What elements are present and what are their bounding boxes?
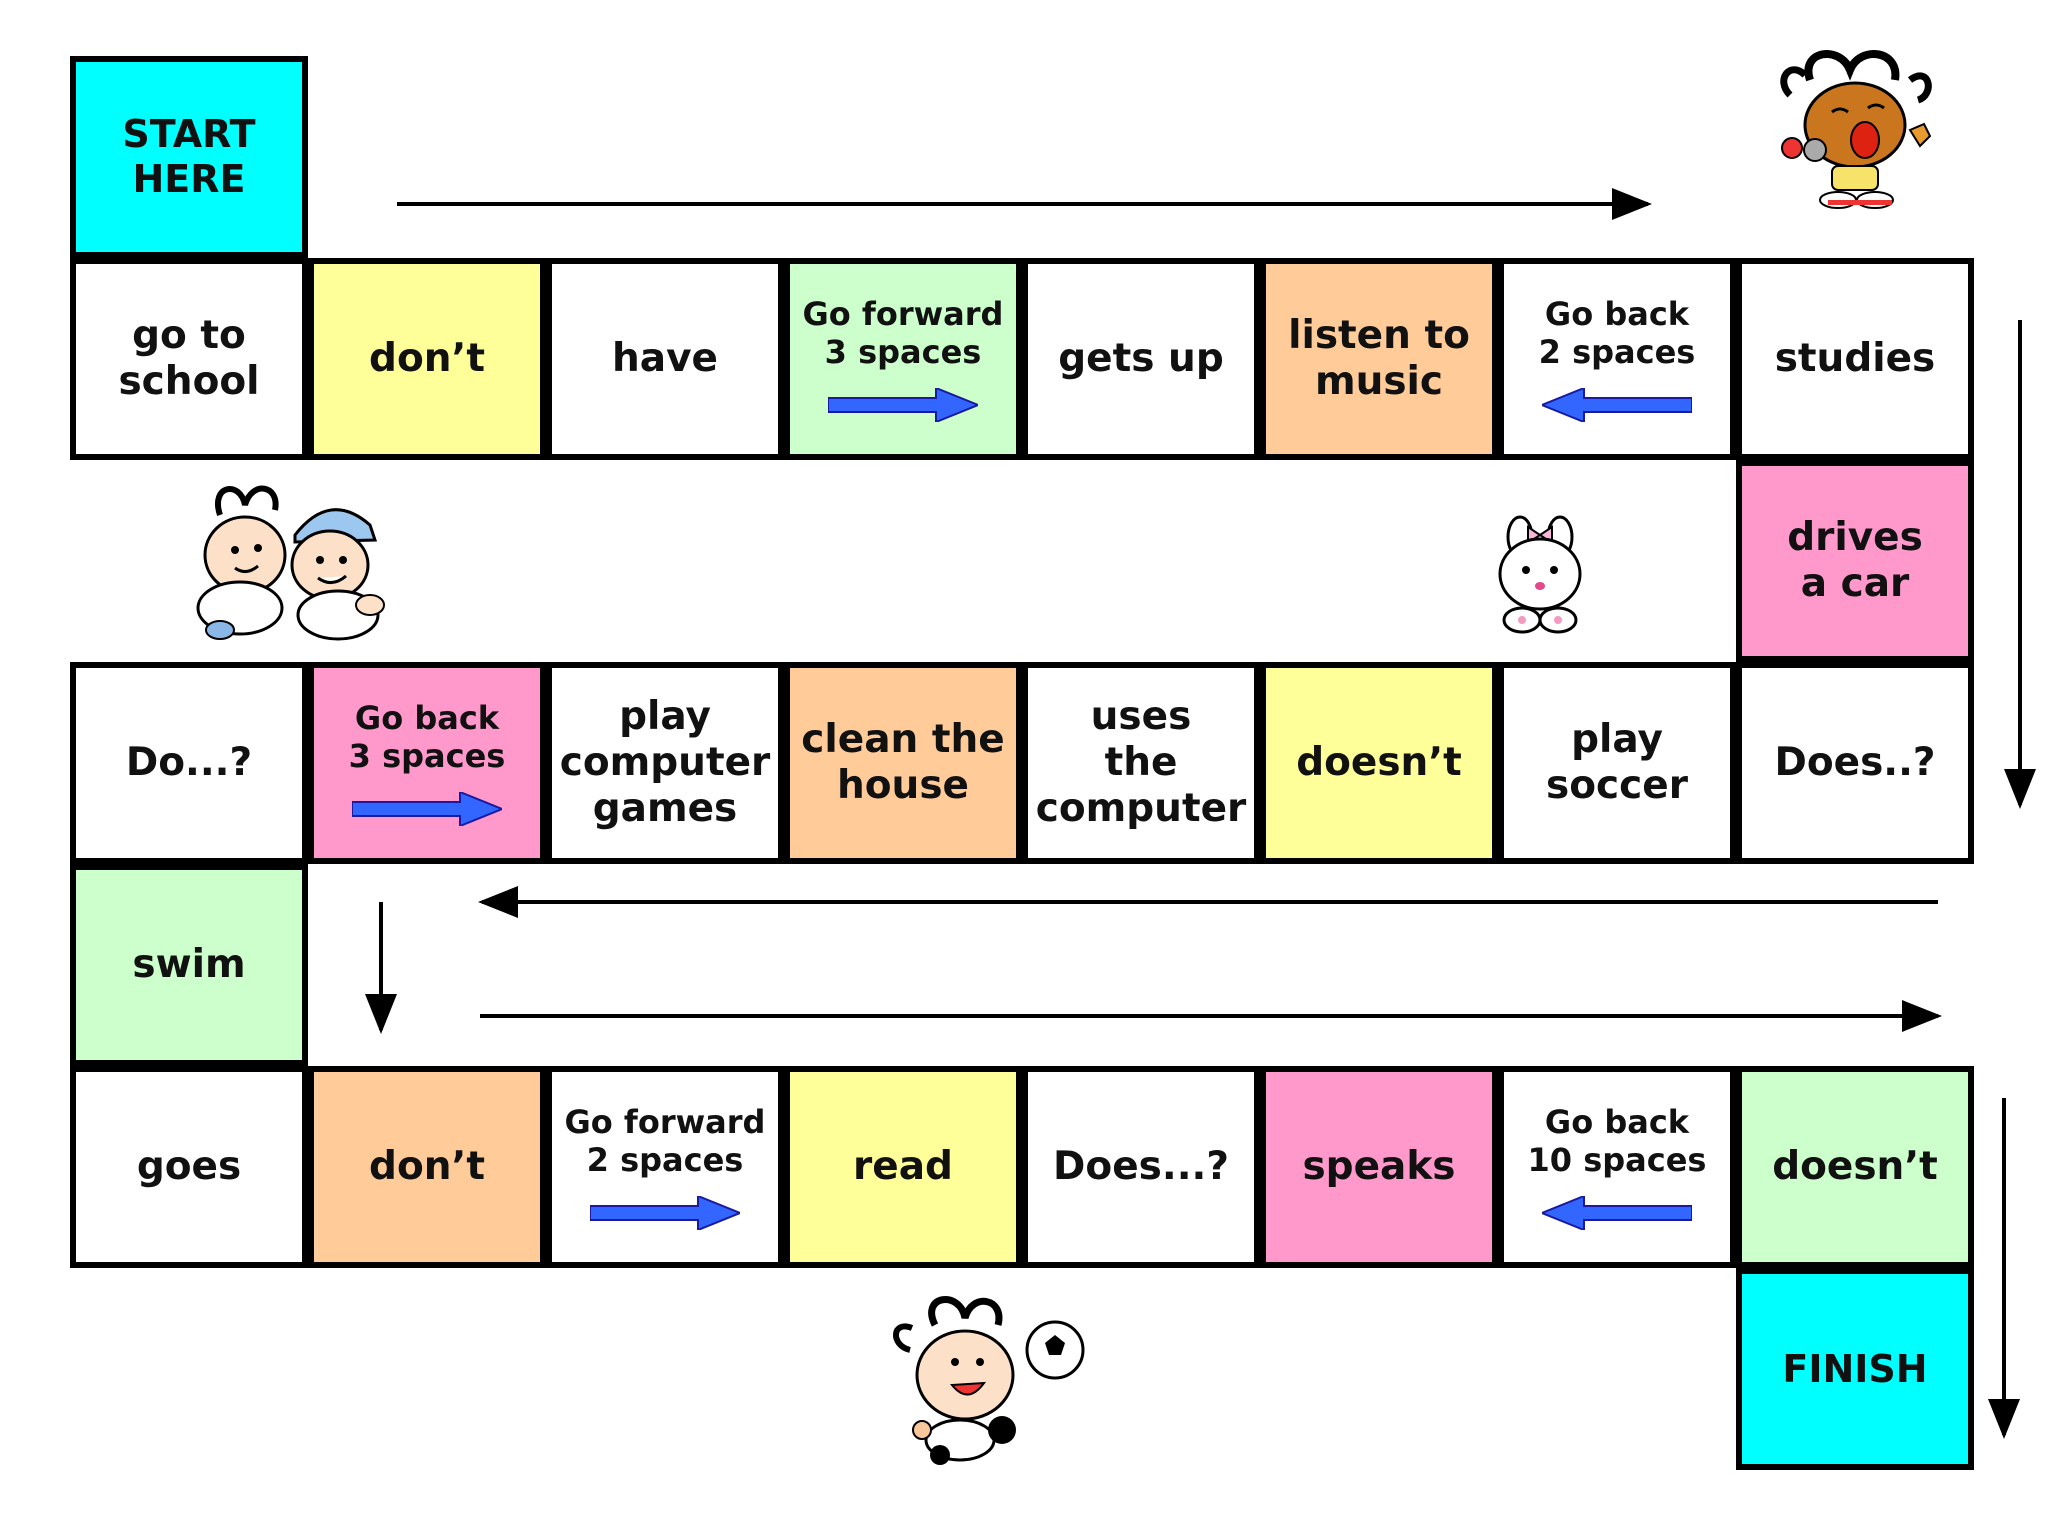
arrow-left-icon [1542,1195,1692,1230]
space-label: Go back 2 spaces [1538,295,1696,371]
space-label: don’t [369,335,485,381]
board-space-speaks: speaks [1260,1066,1498,1268]
start-space: START HERE [70,56,308,258]
board-space-listen-to-music: listen to music [1260,258,1498,460]
bunny-icon [1498,515,1582,634]
board-space-play-soccer: play soccer [1498,662,1736,864]
space-label: play computer games [559,693,771,831]
board-space-go-to-school: go to school [70,258,308,460]
board-space-do: Do...? [70,662,308,864]
space-label: goes [136,1143,242,1189]
space-label: doesn’t [1772,1143,1938,1189]
space-label: Go forward 2 spaces [564,1103,766,1179]
board-space-doesnt: doesn’t [1260,662,1498,864]
space-label: go to school [118,312,260,404]
arrow-right-icon [352,791,502,826]
board-space-doesnt: doesn’t [1736,1066,1974,1268]
space-label: listen to music [1288,312,1470,404]
board-space-goes: goes [70,1066,308,1268]
board-space-go-back-2-spaces: Go back 2 spaces [1498,258,1736,460]
finish-space: FINISH [1736,1268,1974,1470]
space-label: Do...? [125,739,253,785]
space-label: START HERE [122,112,256,201]
board-space-uses-the-computer: uses the computer [1022,662,1260,864]
board-space-go-forward-2-spaces: Go forward 2 spaces [546,1066,784,1268]
space-label: uses the computer [1035,693,1247,831]
space-label: clean the house [801,716,1005,808]
space-label: Go back 3 spaces [348,699,506,775]
space-label: doesn’t [1296,739,1462,785]
space-label: have [612,335,718,381]
board-space-swim: swim [70,864,308,1066]
board-space-play-computer-games: play computer games [546,662,784,864]
space-label: Does...? [1053,1143,1229,1189]
board-space-go-forward-3-spaces: Go forward 3 spaces [784,258,1022,460]
board-space-does: Does..? [1736,662,1974,864]
board-space-dont: don’t [308,1066,546,1268]
space-label: swim [132,941,246,987]
arrow-right-icon [828,387,978,422]
space-label: Go back 10 spaces [1527,1103,1707,1179]
space-label: Does..? [1774,739,1936,785]
soccer-kid-icon [893,1296,1085,1465]
space-label: read [853,1143,953,1189]
space-label: speaks [1302,1143,1456,1189]
board-space-does: Does...? [1022,1066,1260,1268]
space-label: gets up [1058,335,1224,381]
board-space-gets-up: gets up [1022,258,1260,460]
space-label: Go forward 3 spaces [802,295,1004,371]
two-babies-icon [196,485,385,641]
board-space-studies: studies [1736,258,1974,460]
space-label: FINISH [1782,1346,1928,1391]
arrow-left-icon [1542,387,1692,422]
space-label: play soccer [1546,716,1688,808]
space-label: drives a car [1787,514,1923,606]
board-space-clean-the-house: clean the house [784,662,1022,864]
board-space-drives-a-car: drives a car [1736,460,1974,662]
board-space-read: read [784,1066,1022,1268]
board-space-dont: don’t [308,258,546,460]
board-space-have: have [546,258,784,460]
board-space-go-back-10-spaces: Go back 10 spaces [1498,1066,1736,1268]
space-label: studies [1774,335,1936,381]
singing-kid-icon [1780,50,1932,209]
board-space-go-back-3-spaces: Go back 3 spaces [308,662,546,864]
space-label: don’t [369,1143,485,1189]
arrow-right-icon [590,1195,740,1230]
